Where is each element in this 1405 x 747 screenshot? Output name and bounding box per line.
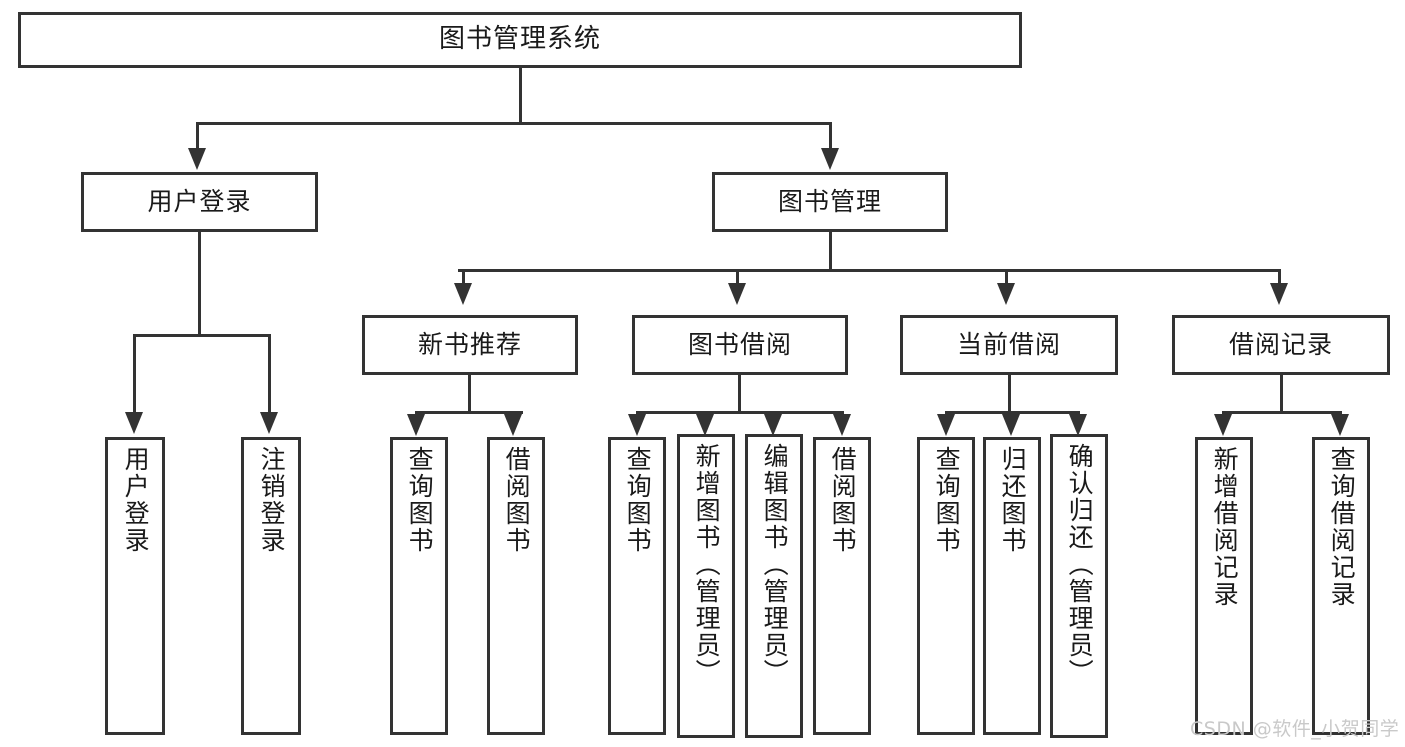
arrow-to-leaf-edit-book <box>764 414 782 436</box>
node-label: 查询图书 <box>623 446 653 554</box>
node-label: 查询借阅记录 <box>1327 446 1357 608</box>
arrow-to-leaf-query-book-3 <box>937 414 955 436</box>
leaf-query-borrow-record: 查询借阅记录 <box>1312 437 1370 735</box>
leaf-query-book-3: 查询图书 <box>917 437 975 735</box>
connector-user-login-drop-1 <box>133 334 136 414</box>
connector-borrow-record-stem <box>1280 375 1283 413</box>
arrow-to-borrow-record <box>1270 283 1288 305</box>
leaf-logout-login: 注销登录 <box>241 437 301 735</box>
leaf-query-book-1: 查询图书 <box>390 437 448 735</box>
node-label: 查询图书 <box>932 446 962 554</box>
leaf-return-book: 归还图书 <box>983 437 1041 735</box>
arrow-to-leaf-add-book <box>696 414 714 436</box>
arrow-to-leaf-query-borrow-record <box>1331 414 1349 436</box>
connector-book-borrow-bus <box>636 411 844 414</box>
arrow-to-new-book-recommend <box>454 283 472 305</box>
arrow-to-leaf-logout-login <box>260 412 278 434</box>
leaf-add-book: 新增图书（管理员） <box>677 434 735 738</box>
arrow-to-user-login <box>188 148 206 170</box>
connector-borrow-record-bus <box>1222 411 1342 414</box>
connector-user-login-drop-2 <box>268 334 271 414</box>
leaf-confirm-return: 确认归还（管理员） <box>1050 434 1108 738</box>
node-label: 用户登录 <box>121 446 151 554</box>
connector-book-borrow-stem <box>738 375 741 413</box>
arrow-to-leaf-query-book-1 <box>407 414 425 436</box>
connector-level2-drop-4 <box>1278 269 1281 285</box>
connector-level1-drop-left <box>196 122 199 150</box>
node-label: 用户登录 <box>147 186 252 216</box>
node-label: 图书借阅 <box>687 329 792 359</box>
connector-user-login-bus <box>133 334 271 337</box>
node-label: 新书推荐 <box>417 329 522 359</box>
leaf-add-borrow-record: 新增借阅记录 <box>1195 437 1253 735</box>
connector-level2-drop-3 <box>1005 269 1008 285</box>
arrow-to-current-borrow <box>997 283 1015 305</box>
connector-level2-bus <box>458 269 1281 272</box>
node-book-borrow: 图书借阅 <box>632 315 848 375</box>
arrow-to-leaf-confirm-return <box>1069 414 1087 436</box>
node-label: 注销登录 <box>257 446 287 554</box>
arrow-to-leaf-return-book <box>1002 414 1020 436</box>
arrow-to-leaf-borrow-book-2 <box>833 414 851 436</box>
node-borrow-record: 借阅记录 <box>1172 315 1390 375</box>
node-label: 新增借阅记录 <box>1210 446 1240 608</box>
node-label: 图书管理 <box>777 186 882 216</box>
leaf-borrow-book-1: 借阅图书 <box>487 437 545 735</box>
node-label: 图书管理系统 <box>438 24 601 55</box>
arrow-to-book-borrow <box>728 283 746 305</box>
node-current-borrow: 当前借阅 <box>900 315 1118 375</box>
leaf-edit-book: 编辑图书（管理员） <box>745 434 803 738</box>
node-root-book-management-system: 图书管理系统 <box>18 12 1022 68</box>
node-label: 借阅图书 <box>828 446 858 554</box>
arrow-to-leaf-query-book-2 <box>628 414 646 436</box>
arrow-to-leaf-add-borrow-record <box>1214 414 1232 436</box>
connector-level1-drop-right <box>829 122 832 150</box>
connector-current-borrow-stem <box>1008 375 1011 413</box>
leaf-borrow-book-2: 借阅图书 <box>813 437 871 735</box>
node-label: 新增图书（管理员） <box>692 443 722 686</box>
node-label: 借阅记录 <box>1228 329 1333 359</box>
connector-book-manage-stem <box>829 232 832 272</box>
arrow-to-book-manage <box>821 148 839 170</box>
node-label: 归还图书 <box>998 446 1028 554</box>
arrow-to-leaf-user-login <box>125 412 143 434</box>
node-user-login: 用户登录 <box>81 172 318 232</box>
connector-new-book-stem <box>468 375 471 413</box>
node-label: 确认归还（管理员） <box>1065 443 1095 686</box>
connector-root-stem <box>519 68 522 124</box>
node-label: 当前借阅 <box>956 329 1061 359</box>
connector-user-login-stem <box>198 232 201 337</box>
leaf-query-book-2: 查询图书 <box>608 437 666 735</box>
connector-level2-drop-2 <box>736 269 739 285</box>
node-new-book-recommend: 新书推荐 <box>362 315 578 375</box>
connector-level1-bus <box>196 122 832 125</box>
node-book-manage: 图书管理 <box>712 172 948 232</box>
node-label: 借阅图书 <box>502 446 532 554</box>
watermark-text: CSDN @软件_小贺同学 <box>1190 718 1400 740</box>
connector-new-book-bus <box>415 411 523 414</box>
leaf-user-login: 用户登录 <box>105 437 165 735</box>
node-label: 查询图书 <box>405 446 435 554</box>
arrow-to-leaf-borrow-book-1 <box>504 414 522 436</box>
node-label: 编辑图书（管理员） <box>760 443 790 686</box>
connector-level2-drop-1 <box>462 269 465 285</box>
